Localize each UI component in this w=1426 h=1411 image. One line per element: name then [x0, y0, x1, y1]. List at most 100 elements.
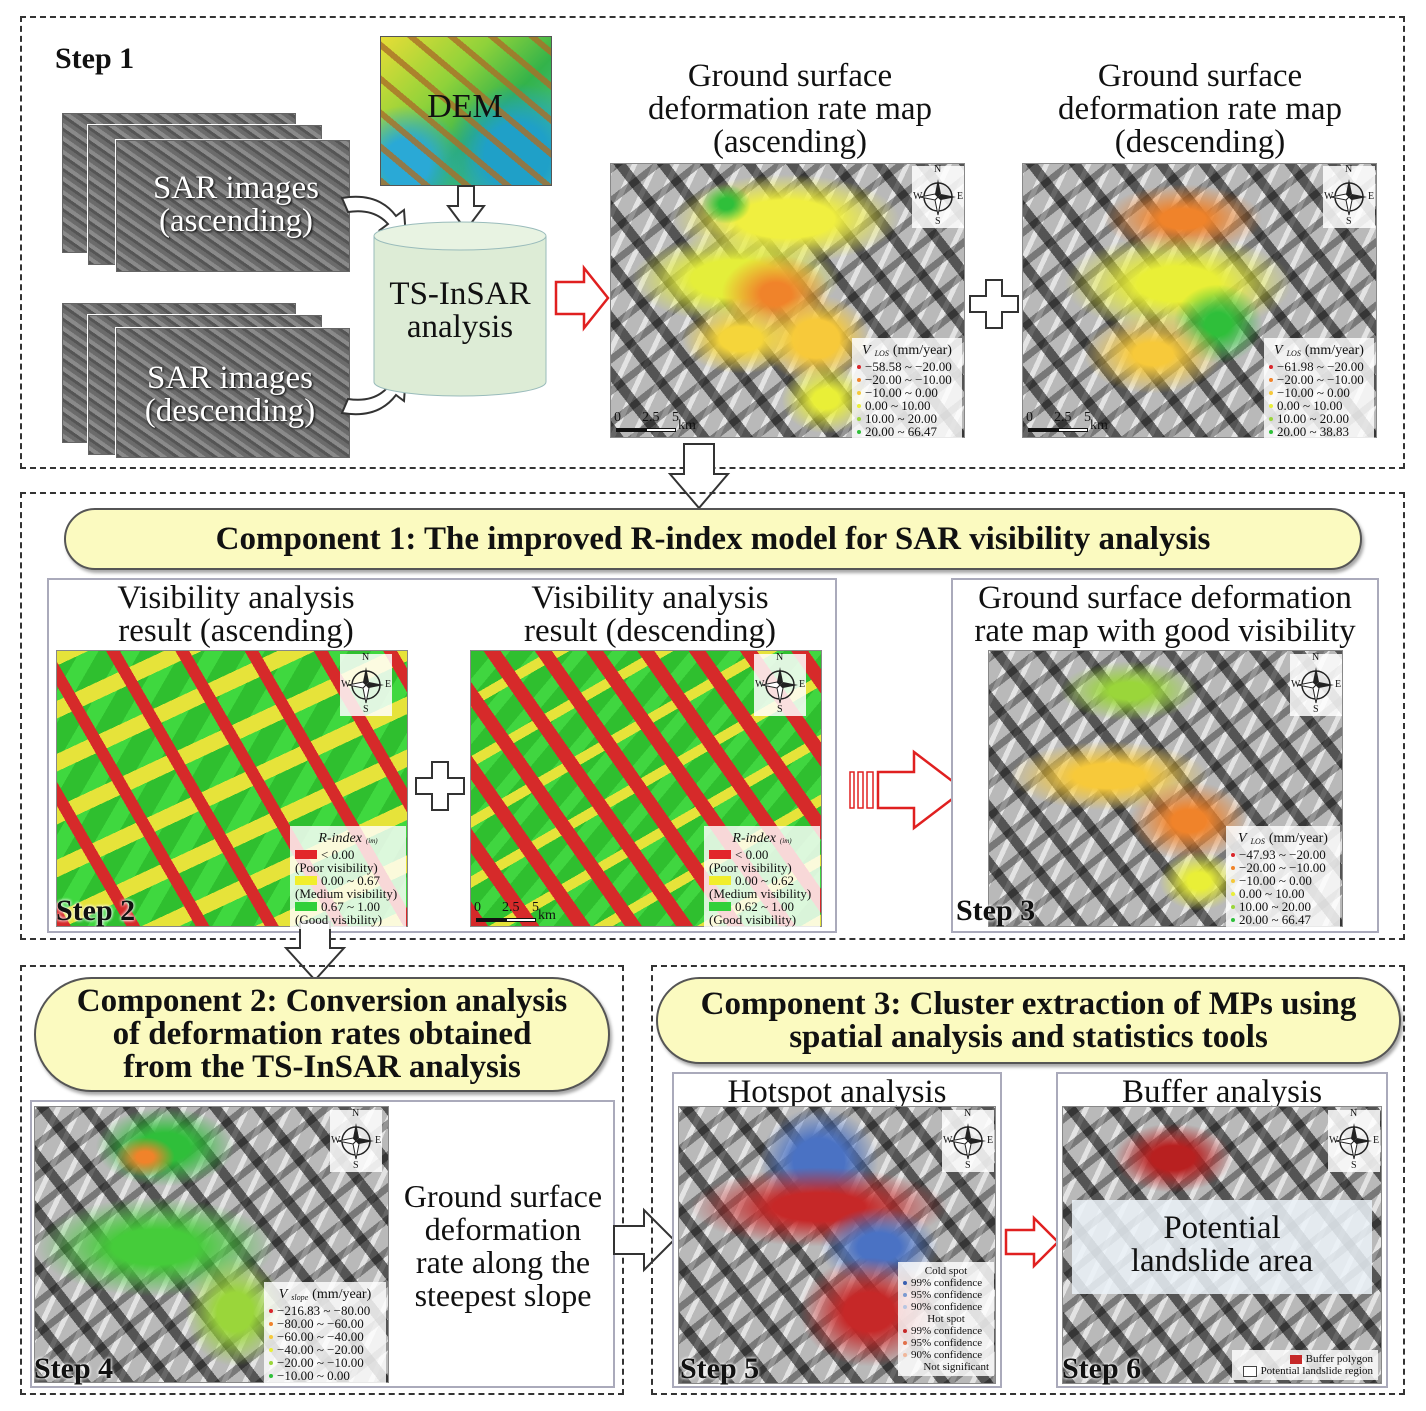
legend-descending-item: −20.00 ~ −10.00	[1269, 373, 1369, 386]
legend-visibility-descending-range: < 0.00	[735, 847, 769, 862]
compass-e-label: E	[375, 1135, 382, 1146]
map-ascending-title: Ground surface deformation rate map (asc…	[647, 58, 933, 160]
legend-descending-header-v: V	[1274, 343, 1283, 358]
legend-visibility-ascending-range: 0.67 ~ 1.00	[321, 899, 381, 914]
legend-good-visibility-item-label: 20.00 ~ 66.47	[1239, 912, 1312, 927]
legend-good-visibility-dot	[1231, 891, 1235, 896]
legend-ascending-item: −58.58 ~ −20.00	[857, 360, 957, 373]
step1-label: Step 1	[55, 42, 135, 75]
legend-descending-dot	[1269, 390, 1273, 395]
plus-icon-component1	[415, 761, 465, 811]
compass-n-label: N	[776, 652, 784, 663]
step-label: Step 5	[680, 1352, 760, 1385]
compass-rose-icon	[1330, 179, 1367, 216]
compass-w-label: W	[341, 679, 351, 690]
compass-rose-icon	[949, 1123, 986, 1160]
compass-n-label: N	[352, 1108, 360, 1119]
legend-visibility-descending-swatch	[709, 850, 731, 859]
scalebar-ascending-t2: 5	[672, 410, 679, 425]
legend-hotspot-cold-item: 95% confidence	[903, 1289, 989, 1301]
component3-panel	[651, 965, 1405, 1395]
arrow-dem-down-icon	[446, 185, 486, 232]
scalebar-ascending-t0: 0	[614, 410, 621, 425]
legend-ascending-dot	[857, 377, 861, 382]
legend-good-visibility-header-unit: (mm/year)	[1268, 831, 1328, 846]
compass-n-label: N	[1350, 1108, 1358, 1119]
compass-e-label: E	[1368, 191, 1375, 202]
legend-descending-item-label: 10.00 ~ 20.00	[1277, 411, 1350, 426]
component2-title: Component 2: Conversion analysis of defo…	[34, 977, 610, 1092]
legend-good-visibility-item-label: −20.00 ~ −10.00	[1239, 860, 1326, 875]
legend-ascending-item-label: 20.00 ~ 66.47	[865, 424, 938, 439]
component1-panel	[20, 492, 1405, 940]
legend-slope-dot	[269, 1308, 273, 1313]
compass-n-label: N	[1345, 164, 1353, 175]
legend-good-visibility-item-label: −10.00 ~ 0.00	[1239, 873, 1312, 888]
step-label: Step 2	[56, 894, 136, 927]
dem-image	[380, 36, 552, 186]
legend-hotspot-hot-label: 95% confidence	[911, 1337, 983, 1349]
compass-s-label: S	[1313, 704, 1319, 715]
legend-slope-dot	[269, 1373, 273, 1378]
legend-descending-item: −61.98 ~ −20.00	[1269, 360, 1369, 373]
deformation-map-descending	[1022, 163, 1377, 438]
legend-ascending-dot	[857, 416, 861, 421]
legend-ascending-dot	[857, 364, 861, 369]
legend-slope-header-unit: (mm/year)	[312, 1287, 372, 1302]
legend-slope-item: −40.00 ~ −20.00	[269, 1343, 381, 1356]
legend-descending-item-label: 0.00 ~ 10.00	[1277, 398, 1343, 413]
legend-good-visibility-dot	[1231, 865, 1235, 870]
scalebar-visibility-descending-unit: km	[538, 908, 556, 923]
legend-good-visibility-dot	[1231, 852, 1235, 857]
legend-visibility-descending: R-index(im)< 0.00(Poor visibility)0.00 ~…	[704, 826, 820, 929]
legend-ascending-dot	[857, 390, 861, 395]
compass-e-label: E	[957, 191, 964, 202]
legend-visibility-ascending-header: R-index(im)	[295, 829, 401, 848]
legend-slope-item-label: −10.00 ~ 0.00	[277, 1368, 350, 1383]
legend-slope-dot	[269, 1360, 273, 1365]
legend-visibility-ascending-range: 0.00 ~ 0.67	[321, 873, 381, 888]
legend-visibility-descending-range: 0.62 ~ 1.00	[735, 899, 795, 914]
buffer-polygon-swatch	[1289, 1354, 1302, 1364]
legend-good-visibility-item: 20.00 ~ 66.47	[1231, 913, 1335, 926]
legend-ascending-header-v: V	[862, 343, 871, 358]
component3-title: Component 3: Cluster extraction of MPs u…	[656, 977, 1401, 1064]
compass-rose-icon	[1297, 667, 1334, 704]
legend-ascending-item-label: −58.58 ~ −20.00	[865, 359, 952, 374]
legend-descending-item: −10.00 ~ 0.00	[1269, 386, 1369, 399]
red-arrow-right-icon-2	[1004, 1214, 1060, 1270]
legend-descending-item-label: −10.00 ~ 0.00	[1277, 385, 1350, 400]
legend-slope-item-label: −60.00 ~ −40.00	[277, 1329, 364, 1344]
legend-good-visibility-item-label: 0.00 ~ 10.00	[1239, 886, 1305, 901]
legend-slope-dot	[269, 1321, 273, 1326]
legend-slope-item-label: −80.00 ~ −60.00	[277, 1316, 364, 1331]
legend-good-visibility-dot	[1231, 904, 1235, 909]
legend-slope-item: −80.00 ~ −60.00	[269, 1317, 381, 1330]
legend-ascending-item-label: −20.00 ~ −10.00	[865, 372, 952, 387]
compass-s-label: S	[1351, 1160, 1357, 1171]
scalebar-descending-t0: 0	[1026, 410, 1033, 425]
scalebar-descending-t1: 2.5	[1054, 410, 1072, 425]
compass-s-label: S	[777, 704, 783, 715]
legend-hotspot-dot	[903, 1281, 907, 1285]
legend-descending-dot	[1269, 429, 1273, 434]
legend-descending-item: 10.00 ~ 20.00	[1269, 412, 1369, 425]
legend-hotspot-cold: Cold spot	[924, 1265, 968, 1277]
sar-ascending-image-front	[116, 140, 350, 272]
arrow-down-icon	[667, 443, 731, 510]
legend-slope-item-label: −40.00 ~ −20.00	[277, 1342, 364, 1357]
potential-landslide-box: Potential landslide area	[1072, 1200, 1372, 1294]
legend-visibility-descending-header-sub: (im)	[779, 837, 792, 845]
legend-descending-item: 20.00 ~ 38.83	[1269, 425, 1369, 438]
legend-visibility-ascending-desc: (Good visibility)	[295, 912, 383, 927]
compass-rose-icon	[337, 1123, 374, 1160]
